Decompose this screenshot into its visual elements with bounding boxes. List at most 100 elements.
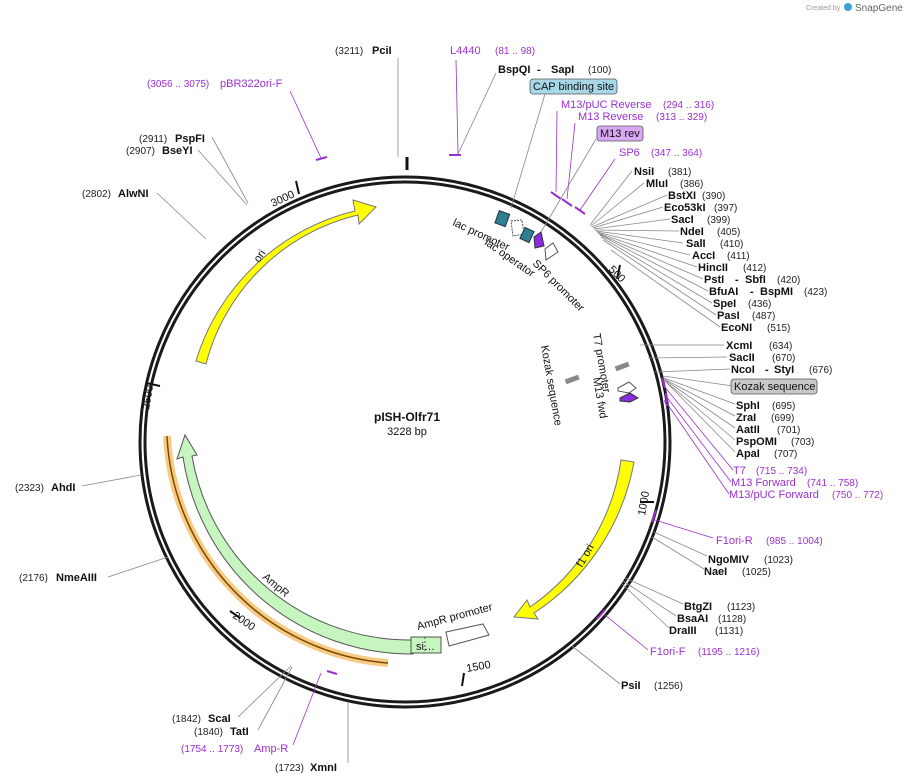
sp6-promoter-glyph[interactable] <box>544 242 559 261</box>
primer-name[interactable]: F1ori-R <box>716 535 753 547</box>
sp6-primer-bar[interactable] <box>574 206 586 215</box>
enzyme-name[interactable]: XmnI <box>310 762 337 774</box>
enzyme-name[interactable]: PasI <box>717 310 740 322</box>
cap-binding-site-label[interactable]: CAP binding site <box>533 81 614 93</box>
enzyme-name[interactable]: AhdI <box>51 482 75 494</box>
lac-operator-glyph[interactable] <box>519 226 535 244</box>
t7-promoter-glyph[interactable] <box>614 361 630 372</box>
enzyme-name[interactable]: AccI <box>692 250 715 262</box>
enzyme-name[interactable]: BsaAI <box>677 613 708 625</box>
enzyme-pos: (397) <box>714 203 737 214</box>
m13-reverse-primer-bar[interactable] <box>561 198 573 207</box>
enzyme-name[interactable]: EcoNI <box>721 322 752 334</box>
enzyme-name[interactable]: ZraI <box>736 412 756 424</box>
primer-range: (81 .. 98) <box>495 46 535 57</box>
enzyme-name[interactable]: PspOMI <box>736 436 777 448</box>
enzyme-pos: (515) <box>767 323 790 334</box>
enzyme-name[interactable]: BspQI <box>498 64 530 76</box>
enzyme-name[interactable]: XcmI <box>726 340 752 352</box>
enzyme-name[interactable]: AatII <box>736 424 760 436</box>
primer-name[interactable]: M13/pUC Forward <box>729 489 819 501</box>
enzyme-pos: (695) <box>772 401 795 412</box>
f1-ori-feature-arrow[interactable] <box>513 459 635 620</box>
m13-rev-glyph[interactable] <box>533 231 545 249</box>
enzyme-name[interactable]: BseYI <box>162 145 193 157</box>
f1ori-r-primer-bar[interactable] <box>651 509 657 523</box>
ampr-promoter-arrow[interactable] <box>445 623 490 647</box>
kozak-gene-glyph[interactable] <box>617 381 637 394</box>
enzyme-pos: (390) <box>702 191 725 202</box>
kozak-sequence-box[interactable] <box>730 378 818 395</box>
enzyme-name[interactable]: SacII <box>729 352 755 364</box>
enzyme-name[interactable]: SalI <box>686 238 706 250</box>
m13-rev-label[interactable]: M13 rev <box>600 128 640 140</box>
enzyme-name[interactable]: NdeI <box>680 226 704 238</box>
enzyme-pos: (381) <box>668 167 691 178</box>
primer-name[interactable]: L4440 <box>450 45 481 57</box>
enzyme-name[interactable]: SphI <box>736 400 760 412</box>
m13-puc-reverse-primer-bar[interactable] <box>550 191 562 200</box>
kozak-sequence-box-label[interactable]: Kozak sequence <box>734 381 815 393</box>
kozak-sequence-glyph[interactable] <box>564 374 580 385</box>
primer-name[interactable]: F1ori-F <box>650 646 686 658</box>
sp6-connector <box>579 158 616 211</box>
enzyme-pos: (386) <box>680 179 703 190</box>
enzyme-pos: (1023) <box>764 555 793 566</box>
enzyme-name-2[interactable]: BspMI <box>760 286 793 298</box>
primer-name[interactable]: SP6 <box>619 147 640 159</box>
m13-puc-reverse-connector <box>555 110 558 193</box>
enzyme-name[interactable]: NcoI <box>731 364 755 376</box>
m13-puc-forward-primer-bar[interactable] <box>664 399 668 407</box>
enzyme-name[interactable]: BstXI <box>668 190 696 202</box>
primer-name[interactable]: pBR322ori-F <box>220 78 283 90</box>
f1ori-f-primer-bar[interactable] <box>596 609 606 620</box>
enzyme-name[interactable]: NaeI <box>704 566 727 578</box>
enzyme-name[interactable]: ApaI <box>736 448 760 460</box>
m13-fwd-glyph[interactable] <box>619 392 640 403</box>
amp-r-primer-bar[interactable] <box>326 670 338 675</box>
enzyme-name-2[interactable]: SbfI <box>745 274 766 286</box>
ori-feature-arrow[interactable] <box>195 199 377 365</box>
m13-forward-connector <box>665 395 732 483</box>
enzyme-name[interactable]: SacI <box>671 214 694 226</box>
enzyme-name[interactable]: MluI <box>646 178 668 190</box>
primer-name[interactable]: M13/pUC Reverse <box>561 99 651 111</box>
amp-r-connector <box>292 672 322 746</box>
connector-lines <box>81 58 736 763</box>
m13-reverse-connector <box>566 122 576 200</box>
enzyme-name[interactable]: HincII <box>698 262 728 274</box>
enzyme-name[interactable]: NmeAIII <box>56 572 97 584</box>
enzyme-name[interactable]: BtgZI <box>684 601 712 613</box>
primer-name[interactable]: M13 Forward <box>731 477 796 489</box>
enzyme-name[interactable]: DraIII <box>669 625 697 637</box>
enzyme-name[interactable]: NsiI <box>634 166 654 178</box>
enzyme-pos: (436) <box>748 299 771 310</box>
pbr322ori-f-primer-bar[interactable] <box>315 156 328 161</box>
enzyme-name[interactable]: ScaI <box>208 713 231 725</box>
enzyme-name[interactable]: BfuAI <box>709 286 738 298</box>
backbone-inner-ring <box>143 180 667 704</box>
enzyme-name[interactable]: PsiI <box>621 680 641 692</box>
primer-range: (313 .. 329) <box>656 112 707 123</box>
enzyme-name-2[interactable]: SapI <box>551 64 574 76</box>
enzyme-name[interactable]: Eco53kI <box>664 202 706 214</box>
primer-name[interactable]: Amp-R <box>254 743 288 755</box>
enzyme-name[interactable]: PspFI <box>175 133 205 145</box>
enzyme-name-2[interactable]: StyI <box>774 364 794 376</box>
enzyme-pos: (701) <box>777 425 800 436</box>
enzyme-name[interactable]: SpeI <box>713 298 736 310</box>
signal-sequence-feature[interactable] <box>410 636 442 654</box>
enzyme-name[interactable]: PstI <box>704 274 724 286</box>
enzyme-name[interactable]: NgoMIV <box>708 554 750 566</box>
primer-name[interactable]: M13 Reverse <box>578 111 643 123</box>
cap-binding-site-glyph[interactable] <box>494 210 511 228</box>
cap-binding-site-box[interactable] <box>529 78 618 95</box>
enzyme-name[interactable]: AlwNI <box>118 188 149 200</box>
enzyme-name[interactable]: PciI <box>372 45 392 57</box>
primer-name[interactable]: T7 <box>733 465 746 477</box>
enzyme-name[interactable]: TatI <box>230 726 249 738</box>
m13-forward-primer-bar[interactable] <box>665 392 668 403</box>
m13-rev-box[interactable] <box>596 125 644 142</box>
ampr-feature-arrow[interactable] <box>176 433 414 655</box>
ahdi-connector <box>81 474 142 487</box>
